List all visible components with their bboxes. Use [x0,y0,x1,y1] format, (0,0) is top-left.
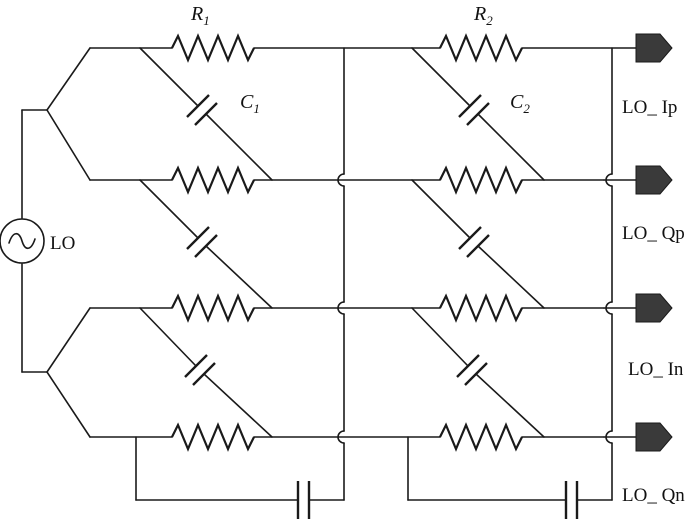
label-r2: R2 [473,3,493,28]
port-label-in: LO_ In [628,359,684,380]
resistor-r2-row2 [439,165,523,195]
port-ip [635,33,673,63]
stage2-bus [603,47,637,501]
port-label-ip: LO_ Ip [622,97,677,118]
resistor-r2-row1 [439,33,523,63]
resistor-r1-row2 [171,165,255,195]
label-r1: R1 [190,3,210,28]
stage1-capacitors [139,47,273,438]
resistor-r2-row4 [439,422,523,452]
port-qp [635,165,673,195]
label-c1: C1 [240,91,260,116]
resistor-r1-row3 [171,293,255,323]
port-label-qn: LO_ Qn [622,485,685,506]
port-label-qp: LO_ Qp [622,223,685,244]
bottom-feed [21,307,91,438]
stage2-resistors [439,33,637,452]
top-feed [21,47,91,181]
lo-source-label: LO [50,233,75,254]
port-qn [635,422,673,452]
port-in [635,293,673,323]
stage2-bottom-capacitor [407,436,613,519]
resistor-r2-row3 [439,293,523,323]
lo-source: LO [0,109,75,373]
stage1-bus [337,47,441,501]
stage1-resistors [89,33,441,452]
label-c2: C2 [510,91,530,116]
output-ports [635,33,673,452]
resistor-r1-row1 [171,33,255,63]
resistor-r1-row4 [171,422,255,452]
stage1-bottom-capacitor [135,436,345,519]
stage2-capacitors [411,47,545,438]
